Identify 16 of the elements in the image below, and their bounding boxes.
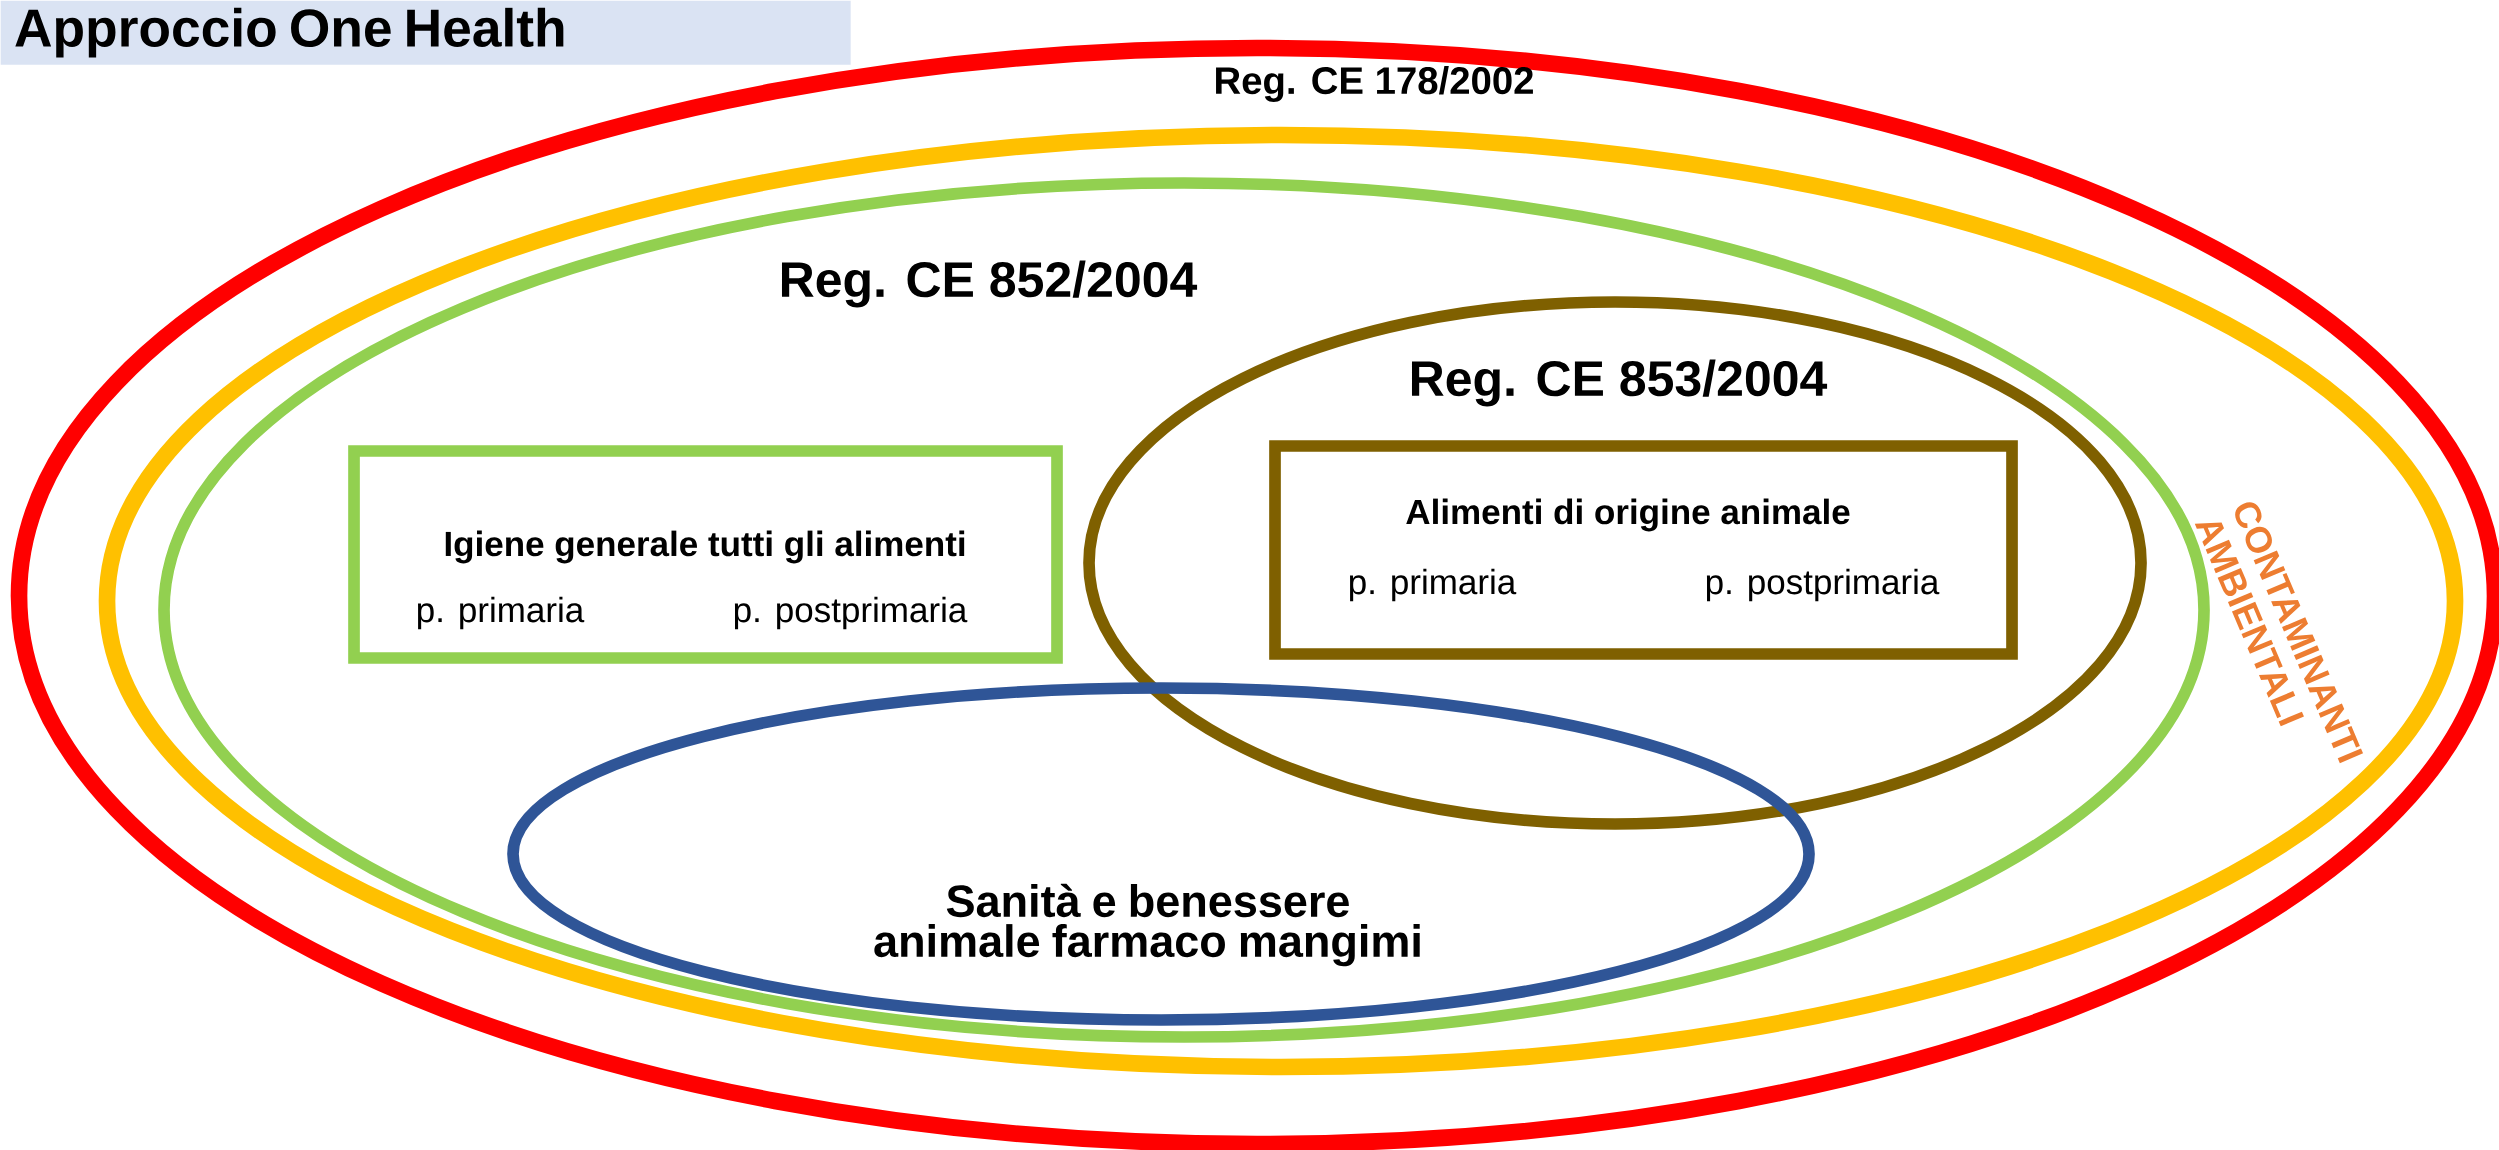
ellipse-label: Reg. CE 852/2004 [781,260,1198,308]
box-text: p. primaria [417,596,585,630]
text-box [348,445,1063,664]
ellipse-label: Reg. CE 853/2004 [1412,359,1828,407]
ellipse [507,682,1815,1026]
box-text: Igiene generale tutti gli alimenti [445,530,965,564]
ellipse [1083,296,2147,830]
ellipse [98,126,2464,1076]
box-text: p. primaria [1350,568,1517,602]
box-text: p. postprimaria [734,596,968,630]
text-box [1269,440,2018,660]
box-text: Alimenti di origine animale [1406,498,1850,532]
box-text: p. postprimaria [1706,568,1940,602]
ellipse-label: Reg. CE 178/2002 [1216,66,1533,102]
ellipse-label: Sanità e benessere animale farmaco mangimi [874,883,1420,967]
title-banner: Approccio One Health [0,0,851,65]
